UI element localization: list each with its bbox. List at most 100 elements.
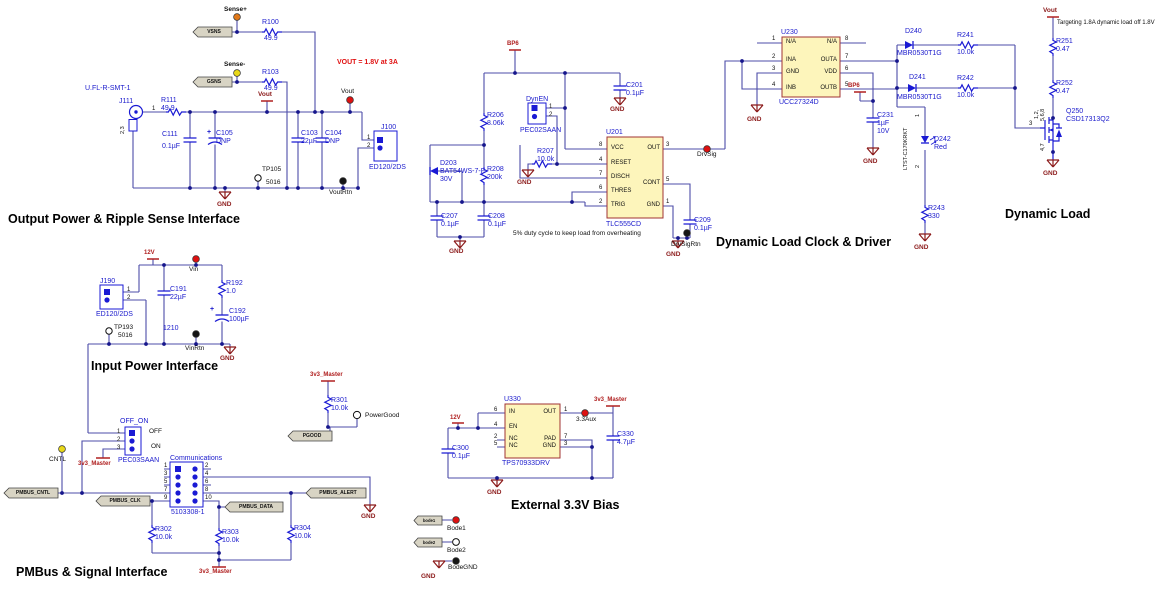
u230-pin-inb: INB <box>786 85 797 91</box>
label-gnd-bode: GND <box>421 573 436 580</box>
label-j190-pin2: 2 <box>127 295 131 301</box>
label-dynen: DynEN <box>526 96 549 103</box>
label-c201-value: 0.1µF <box>626 90 645 97</box>
label-c231: C231 <box>877 112 894 119</box>
pmbus-data-flag-label: PMBUS_DATA <box>239 503 273 510</box>
d240-diode <box>904 40 914 50</box>
label-on: ON <box>151 443 161 450</box>
label-vout-terminal: Vout <box>341 88 355 95</box>
label-r111: R111 <box>161 97 177 104</box>
label-offon-pin1: 1 <box>117 429 121 435</box>
u230-num-6: 6 <box>845 66 849 72</box>
vin-dot <box>192 255 200 263</box>
label-vinrtn: VinRtn <box>185 345 205 352</box>
u330-pin-nc1: NC <box>509 436 518 442</box>
comm-num-1: 1 <box>164 463 168 469</box>
comm-num-3: 3 <box>164 471 168 477</box>
label-bp6-drv: BP6 <box>848 83 860 89</box>
comm-header <box>169 461 204 508</box>
title-pmbus: PMBus & Signal Interface <box>16 565 168 579</box>
u201-num-4: 4 <box>599 157 603 163</box>
label-r252-value: 0.47 <box>1056 88 1070 95</box>
label-gnd-c209: GND <box>666 251 681 258</box>
label-d242-pin1: 1 <box>915 113 921 117</box>
label-q250-part: CSD17313Q2 <box>1066 116 1110 123</box>
pgood-flag <box>287 430 333 442</box>
label-powergood: PowerGood <box>365 412 400 419</box>
label-c111: C111 <box>162 131 178 138</box>
label-bode1: Bode1 <box>447 525 466 532</box>
sense-minus-dot <box>233 69 241 77</box>
label-d240: D240 <box>905 28 922 35</box>
label-drvsigrtn: DrvSigRtn <box>671 241 701 248</box>
u201-ic <box>606 136 664 219</box>
u230-pin-outa: OUTA <box>820 57 837 63</box>
label-j111-pin1: 1 <box>152 106 156 112</box>
u230-num-1: 1 <box>772 36 776 42</box>
label-vout-load: Vout <box>1043 7 1057 14</box>
label-r111-value: 49.9 <box>161 105 175 112</box>
bode1-dot <box>452 516 460 524</box>
comm-num-6: 6 <box>205 479 209 485</box>
junction-dots <box>60 30 1055 562</box>
label-r304-value: 10.0k <box>294 533 312 540</box>
label-j100-pin1: 1 <box>367 135 371 141</box>
note-vout: VOUT = 1.8V at 3A <box>337 59 398 66</box>
label-c207-value: 0.1µF <box>441 221 460 228</box>
comm-num-5: 5 <box>164 479 168 485</box>
label-r241: R241 <box>957 32 974 39</box>
label-r242: R242 <box>957 75 974 82</box>
label-d203: D203 <box>440 160 457 167</box>
label-off: OFF <box>149 428 162 435</box>
drvsig-dot <box>703 145 711 153</box>
label-c103: C103 <box>301 130 318 137</box>
u330-num-4: 4 <box>494 422 498 428</box>
pmbus-data-flag <box>224 501 284 513</box>
u201-num-3: 3 <box>666 142 670 148</box>
label-r303: R303 <box>222 529 239 536</box>
gsns-flag-label: GSNS <box>206 78 222 85</box>
label-12v-input: 12V <box>144 250 155 256</box>
u230-num-8: 8 <box>845 36 849 42</box>
j100-connector <box>373 130 398 162</box>
label-c300-value: 0.1µF <box>452 453 471 460</box>
label-r304: R304 <box>294 525 311 532</box>
label-r103-value: 49.9 <box>264 85 278 92</box>
comm-num-4: 4 <box>205 471 209 477</box>
label-d242: D242 <box>934 136 951 143</box>
label-sense-plus: Sense+ <box>224 6 247 13</box>
d242-led-icon <box>921 136 937 145</box>
label-r192-value: 1.0 <box>226 288 236 295</box>
label-c201: C201 <box>626 82 643 89</box>
label-d203-value: 30V <box>440 176 453 183</box>
label-tp105: TP105 <box>262 166 282 173</box>
title-dynamic-load: Dynamic Load <box>1005 207 1091 221</box>
label-c105-plus: + <box>207 129 212 136</box>
u330-num-3: 3 <box>564 441 568 447</box>
label-r302: R302 <box>155 526 172 533</box>
u201-pin-disch: DISCH <box>611 174 630 180</box>
pmbus-alert-flag <box>305 487 367 499</box>
j190-connector <box>99 284 124 310</box>
label-q250-gate-pin: 3 <box>1029 121 1033 127</box>
label-3v3-pgood: 3v3_Master <box>310 372 343 378</box>
u330-pin-pad: PAD <box>544 436 556 442</box>
label-offon-part: PEC03SAAN <box>118 457 160 464</box>
comm-num-2: 2 <box>205 463 209 469</box>
gsns-flag <box>192 76 233 88</box>
label-d242-color: Red <box>934 144 947 151</box>
label-gnd-pmbus: GND <box>361 513 376 520</box>
label-tp193-value: 5016 <box>118 332 133 339</box>
label-j100: J100 <box>381 124 397 131</box>
u230-num-4: 4 <box>772 82 776 88</box>
u330-num-7: 7 <box>564 434 568 440</box>
label-r100-value: 49.9 <box>264 35 278 42</box>
label-gnd-c201: GND <box>610 106 625 113</box>
label-c231-rating: 10V <box>877 128 890 135</box>
label-u201-part: TLC555CD <box>606 221 642 228</box>
label-r207-value: 10.0k <box>537 156 555 163</box>
label-bp6-clk: BP6 <box>507 41 519 47</box>
label-gnd-output: GND <box>217 201 232 208</box>
label-u201: U201 <box>606 129 623 136</box>
comm-num-7: 7 <box>164 487 168 493</box>
